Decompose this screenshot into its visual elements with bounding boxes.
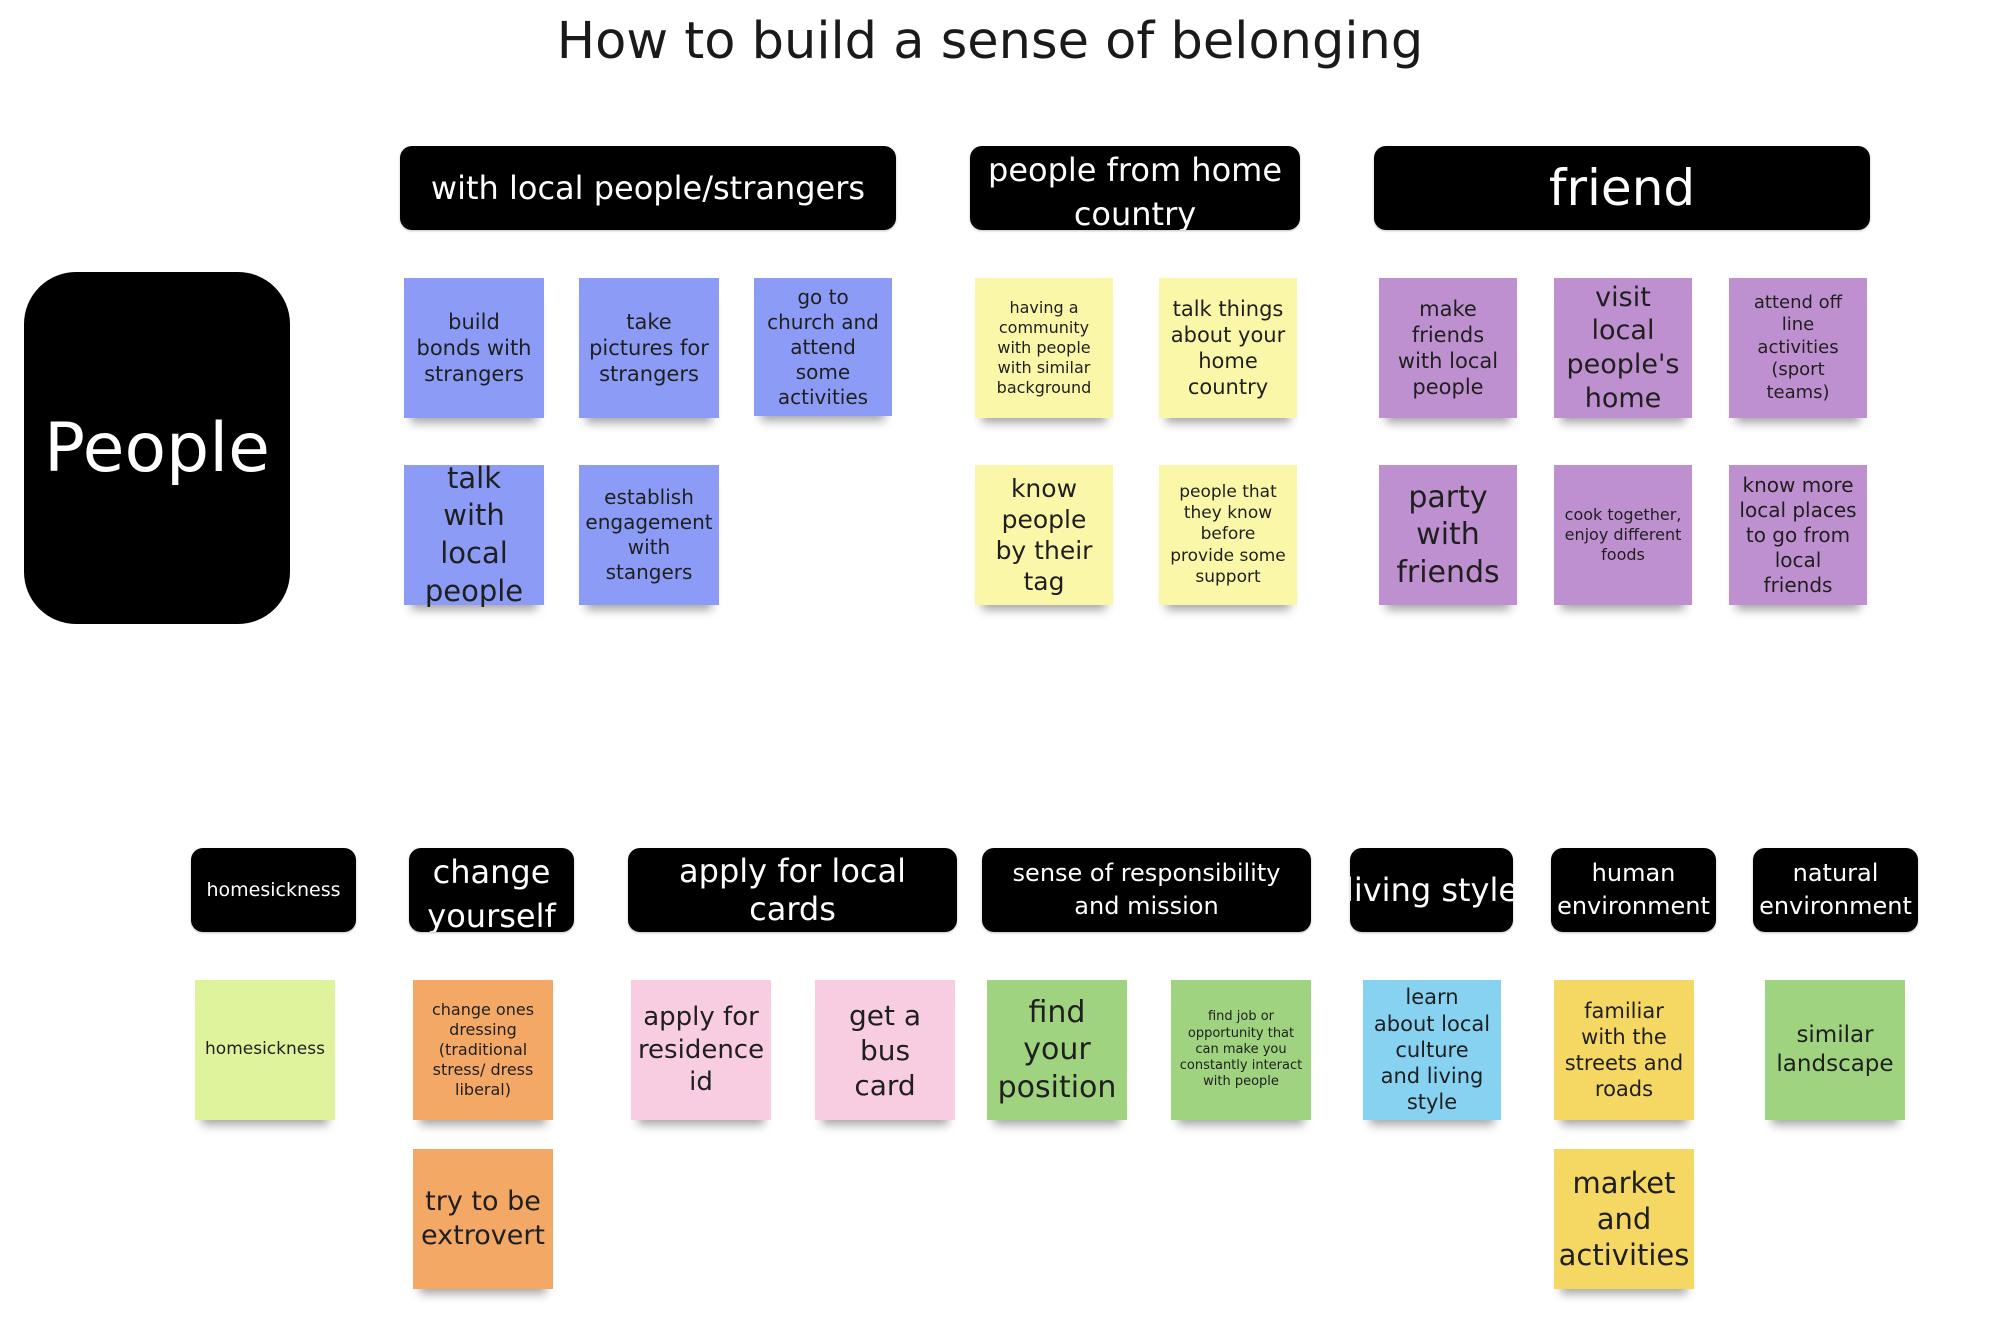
sticky-note-talk-things[interactable]: talk things about your home country <box>1159 278 1297 418</box>
header-home-country[interactable]: people from home country <box>970 146 1300 230</box>
header-responsibility[interactable]: sense of responsibility and mission <box>982 848 1311 932</box>
sticky-note-market-activities[interactable]: market and activities <box>1554 1149 1694 1289</box>
sticky-note-change-dressing[interactable]: change ones dressing (traditional stress… <box>413 980 553 1120</box>
header-natural-environment[interactable]: natural environment <box>1753 848 1918 932</box>
sticky-note-visit-home[interactable]: visit local people's home <box>1554 278 1692 418</box>
header-friend[interactable]: friend <box>1374 146 1870 230</box>
sticky-note-find-job[interactable]: find job or opportunity that can make yo… <box>1171 980 1311 1120</box>
sticky-note-local-culture[interactable]: learn about local culture and living sty… <box>1363 980 1501 1120</box>
header-human-environment[interactable]: human environment <box>1551 848 1716 932</box>
sticky-note-talk-with-local[interactable]: talk with local people <box>404 461 544 608</box>
sticky-note-know-people[interactable]: know people by their tag <box>975 465 1113 605</box>
header-local-people[interactable]: with local people/strangers <box>400 146 896 230</box>
sticky-note-party[interactable]: party with friends <box>1379 465 1517 605</box>
sticky-note-support[interactable]: people that they know before provide som… <box>1159 465 1297 605</box>
header-living-style[interactable]: living style <box>1350 848 1513 932</box>
sticky-note-build-bonds[interactable]: build bonds with strangers <box>404 278 544 418</box>
sticky-note-offline-activities[interactable]: attend off line activities (sport teams) <box>1729 278 1867 418</box>
header-apply-cards[interactable]: apply for local cards <box>628 848 957 932</box>
sticky-note-extrovert[interactable]: try to be extrovert <box>413 1149 553 1289</box>
header-change-yourself[interactable]: change yourself <box>409 848 574 932</box>
sticky-note-go-to-church[interactable]: go to church and attend some activities <box>754 278 892 416</box>
sticky-note-residence-id[interactable]: apply for residence id <box>631 980 771 1120</box>
board-title: How to build a sense of belonging <box>556 12 1424 71</box>
sticky-note-streets-roads[interactable]: familiar with the streets and roads <box>1554 980 1694 1120</box>
sticky-note-homesickness[interactable]: homesickness <box>195 980 335 1120</box>
sticky-note-similar-landscape[interactable]: similar landscape <box>1765 980 1905 1120</box>
sticky-note-make-friends[interactable]: make friends with local people <box>1379 278 1517 418</box>
sticky-note-community[interactable]: having a community with people with simi… <box>975 278 1113 418</box>
sticky-note-bus-card[interactable]: get a bus card <box>815 980 955 1120</box>
sticky-note-take-pictures[interactable]: take pictures for strangers <box>579 278 719 418</box>
sticky-note-cook-together[interactable]: cook together, enjoy different foods <box>1554 465 1692 605</box>
header-homesickness[interactable]: homesickness <box>191 848 356 932</box>
sticky-note-find-position[interactable]: find your position <box>987 980 1127 1120</box>
sticky-note-establish-engagement[interactable]: establish engagement with stangers <box>579 465 719 605</box>
people-node[interactable]: People <box>24 272 290 624</box>
sticky-note-know-local-places[interactable]: know more local places to go from local … <box>1729 465 1867 605</box>
